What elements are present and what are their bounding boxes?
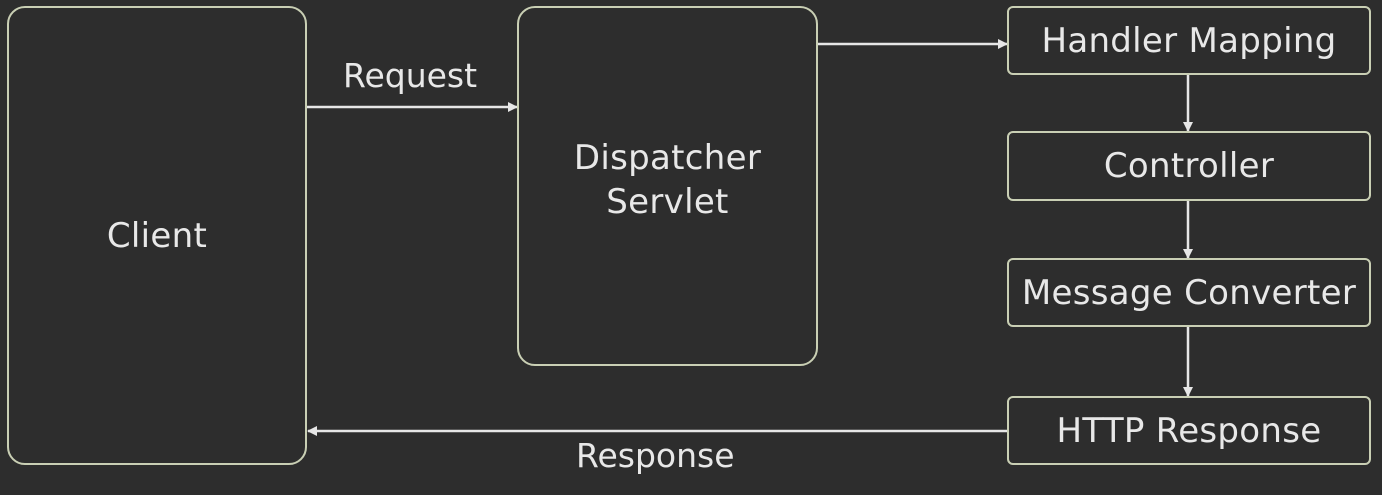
client-node: Client: [7, 6, 307, 465]
handler-mapping-label: Handler Mapping: [1041, 20, 1337, 61]
http-response-label: HTTP Response: [1056, 410, 1322, 451]
handler-mapping-node: Handler Mapping: [1007, 6, 1371, 75]
dispatcher-label-line2: Servlet: [606, 182, 729, 222]
client-label: Client: [106, 215, 208, 256]
response-edge-label: Response: [576, 436, 735, 475]
controller-label: Controller: [1103, 146, 1275, 186]
dispatcher-label-line1: Dispatcher: [573, 138, 762, 178]
controller-node: Controller: [1007, 131, 1371, 201]
request-edge-label: Request: [343, 56, 478, 95]
message-converter-node: Message Converter: [1007, 258, 1371, 327]
message-converter-label: Message Converter: [1021, 272, 1357, 313]
dispatcher-servlet-node: Dispatcher Servlet: [517, 6, 818, 366]
http-response-node: HTTP Response: [1007, 396, 1371, 465]
